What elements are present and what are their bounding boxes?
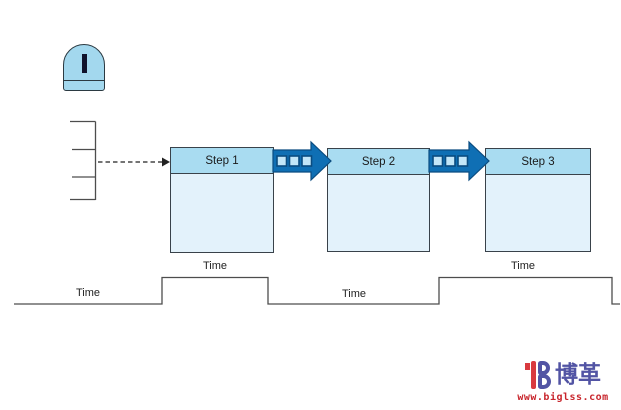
- push-arrow-1-body: [272, 140, 332, 182]
- logo-blue-bowl-top: [538, 361, 550, 375]
- push-arrow-2: [428, 140, 490, 182]
- push-arrow-1-square-3: [301, 155, 313, 167]
- biglss-logo: 博革 www.biglss.com: [505, 356, 621, 403]
- process-box-step-1: Step 1: [170, 147, 274, 253]
- push-arrow-1-square-1: [276, 155, 288, 167]
- inventory-icon-base-band: [64, 80, 104, 90]
- push-arrow-2-body: [428, 140, 490, 182]
- process-box-step-2: Step 2: [327, 148, 430, 252]
- timeline-lead-time-label-2: Time: [341, 288, 367, 300]
- process-box-step-2-header: Step 2: [328, 149, 429, 175]
- process-box-step-3-header: Step 3: [486, 149, 590, 175]
- inventory-icon: I: [63, 44, 105, 91]
- logo-blue-bowl-bottom: [538, 374, 551, 389]
- timeline-lead-time-label-1: Time: [75, 287, 101, 299]
- push-arrow-2-square-3: [457, 155, 469, 167]
- dashed-schedule-arrow: [98, 157, 170, 167]
- step-3-time-label: Time: [510, 260, 536, 272]
- logo-chinese-text: 博革: [555, 362, 601, 388]
- dashed-arrow-head: [162, 157, 170, 167]
- logo-red-bar-shape: [531, 361, 536, 389]
- process-box-step-3: Step 3: [485, 148, 591, 252]
- biglss-logo-icon: [525, 360, 551, 390]
- push-arrow-2-square-2: [444, 155, 456, 167]
- push-arrow-2-square-1: [432, 155, 444, 167]
- push-arrow-1-square-2: [288, 155, 300, 167]
- push-arrow-1: [272, 140, 332, 182]
- process-box-step-1-header: Step 1: [171, 148, 273, 174]
- logo-red-flag-shape: [525, 363, 530, 370]
- schedule-comb-icon: [70, 120, 97, 201]
- inventory-i-glyph: I: [81, 54, 87, 73]
- logo-website-text: www.biglss.com: [517, 392, 609, 403]
- step-1-time-label: Time: [202, 260, 228, 272]
